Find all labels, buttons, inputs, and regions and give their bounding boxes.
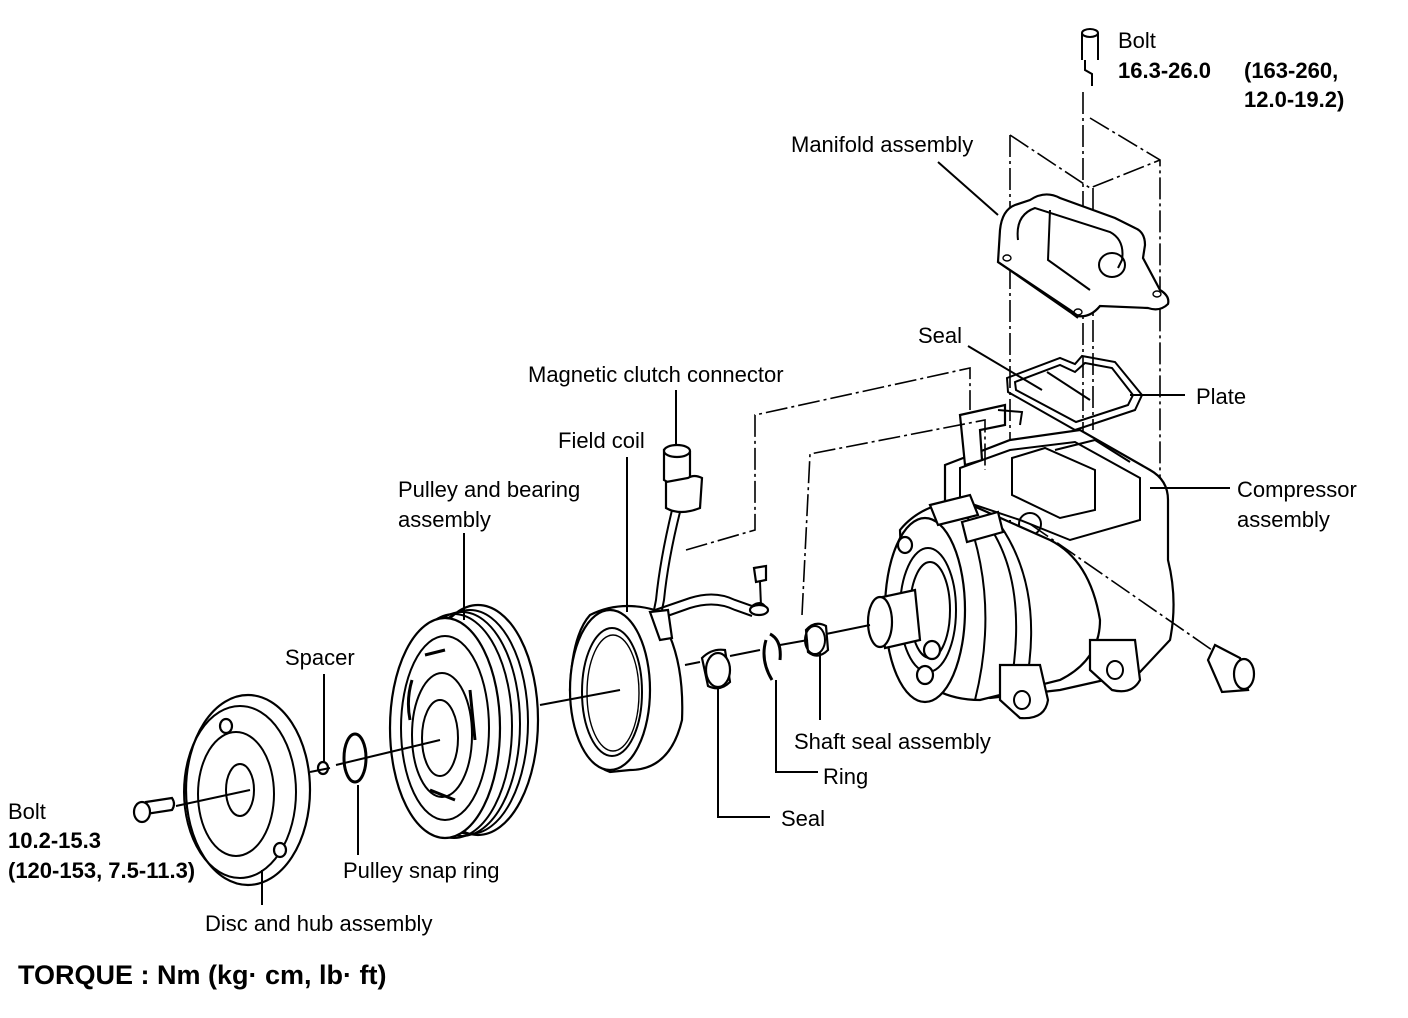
manifold-assembly-part [996, 193, 1170, 319]
spacer-label: Spacer [285, 645, 355, 670]
pulley-bearing-part [388, 603, 540, 840]
center-axis-line [175, 624, 871, 807]
top-bolt-part [1081, 28, 1099, 86]
manifold-assembly-label: Manifold assembly [791, 132, 974, 157]
ring-label: Ring [823, 764, 869, 789]
seal-top-label: Seal [918, 323, 963, 348]
connector-routing-lines [685, 367, 986, 616]
plate-label: Plate [1196, 384, 1247, 409]
top-bolt-torque-alt-2: 12.0-19.2) [1244, 87, 1345, 112]
leader-lines [261, 161, 1230, 905]
pulley-snap-ring-label: Pulley snap ring [343, 858, 500, 883]
pulley-bearing-label-2: assembly [398, 507, 491, 532]
front-bolt-torque-nm: 10.2-15.3 [8, 828, 101, 853]
plate-seal-part [1005, 354, 1144, 432]
top-bolt-torque-alt-1: (163-260, [1244, 58, 1339, 83]
seal-bottom-label: Seal [781, 806, 826, 831]
pulley-bearing-label-1: Pulley and bearing [398, 477, 581, 502]
snap-ring-spacer-parts [316, 732, 368, 784]
top-bolt-torque-nm: 16.3-26.0 [1118, 58, 1211, 83]
top-bolt-label: Bolt [1118, 28, 1156, 53]
compressor-assembly-label-1: Compressor [1237, 477, 1357, 502]
magnetic-clutch-connector-part [653, 443, 770, 621]
torque-units-legend: TORQUE : Nm (kg· cm, lb· ft) [18, 960, 387, 990]
field-coil-part [568, 604, 684, 774]
shaft-seal-assembly-label: Shaft seal assembly [794, 729, 991, 754]
small-seal-parts [700, 622, 830, 690]
compressor-assembly-label-2: assembly [1237, 507, 1330, 532]
disc-hub-assembly-label: Disc and hub assembly [205, 911, 433, 936]
side-cap-part [1029, 523, 1256, 694]
front-bolt-label: Bolt [8, 799, 46, 824]
magnetic-clutch-connector-label: Magnetic clutch connector [528, 362, 784, 387]
compressor-assembly-part [866, 403, 1175, 720]
front-bolt-torque-alt: (120-153, 7.5-11.3) [8, 858, 196, 883]
front-bolt-part [132, 796, 176, 824]
field-coil-label: Field coil [558, 428, 645, 453]
